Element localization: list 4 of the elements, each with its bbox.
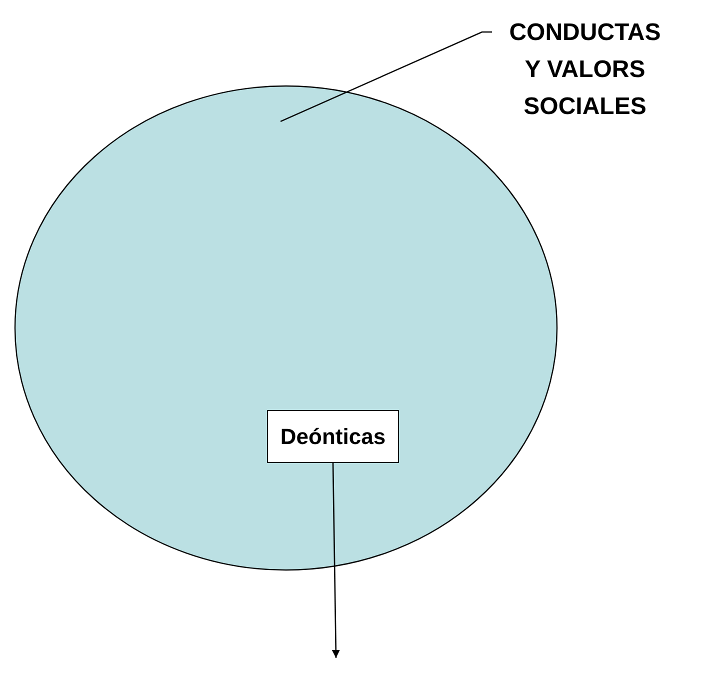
callout-text: CONDUCTAS Y VALORS SOCIALES <box>500 14 670 125</box>
term-box: Deónticas <box>267 410 399 463</box>
leader-line <box>280 31 492 122</box>
arrow <box>332 463 340 658</box>
